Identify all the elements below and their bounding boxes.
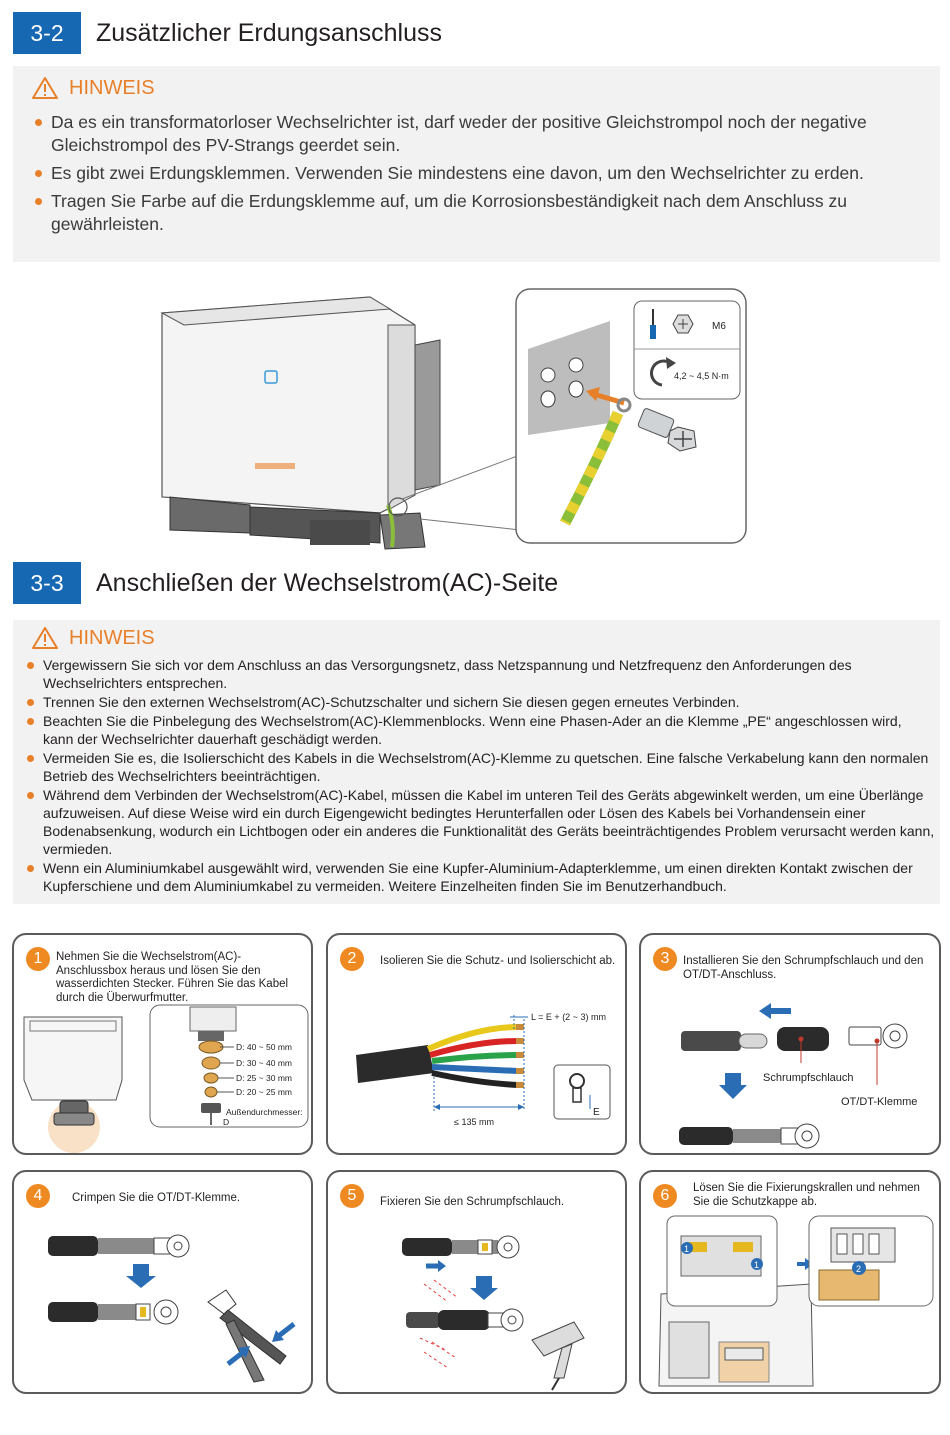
e-dimension-label: E	[593, 1107, 600, 1118]
seal-size-label: D: 25 ~ 30 mm	[236, 1073, 292, 1083]
zoom-callout: D: 40 ~ 50 mm D: 30 ~ 40 mm D: 25 ~ 30 m…	[149, 1004, 309, 1128]
notice-item: Es gibt zwei Erdungsklemmen. Verwenden S…	[33, 162, 928, 185]
step-6-panel: 6 Lösen Sie die Fixierungskrallen und ne…	[639, 1170, 941, 1394]
section-3-3-header: 3-3 Anschließen der Wechselstrom(AC)-Sei…	[13, 562, 938, 604]
step-instruction: Installieren Sie den Schrumpfschlauch un…	[683, 955, 924, 981]
ring-terminal-image	[848, 1023, 908, 1085]
cable-length-label: ≤ 135 mm	[454, 1117, 494, 1127]
inverter-bottom-image	[658, 1283, 814, 1387]
notice-list: Vergewissern Sie sich vor dem Anschluss …	[25, 656, 935, 896]
torque-label: 4,2 ~ 4,5 N·m	[674, 371, 729, 381]
notice-item: Da es ein transformatorloser Wechselrich…	[33, 111, 928, 157]
seal-size-label: D: 40 ~ 50 mm	[236, 1042, 292, 1052]
seal-size-label: D: 20 ~ 25 mm	[236, 1087, 292, 1097]
strip-length-label: L = E + (2 ~ 3) mm	[531, 1012, 606, 1022]
section-3-2-header: 3-2 Zusätzlicher Erdungsanschluss	[13, 12, 938, 54]
notice-title: HINWEIS	[31, 76, 155, 100]
step-number-badge: 4	[26, 1184, 50, 1208]
cable-with-terminal-image	[48, 1234, 190, 1258]
section-number: 3-3	[13, 562, 81, 604]
step-1-illustration: D: 40 ~ 50 mm D: 30 ~ 40 mm D: 25 ~ 30 m…	[23, 1004, 309, 1153]
ac-box-image	[23, 1016, 123, 1153]
step-number-badge: 1	[26, 947, 50, 971]
heat-gun-icon	[531, 1321, 585, 1391]
step-instruction: Nehmen Sie die Wechselstrom(AC)-Anschlus…	[56, 951, 289, 1004]
step-number-badge: 2	[340, 947, 364, 971]
notice-list: Da es ein transformatorloser Wechselrich…	[33, 111, 928, 241]
grounding-illustration: M6 4,2 ~ 4,5 N·m	[160, 288, 747, 550]
notice-item: Tragen Sie Farbe auf die Erdungsklemme a…	[33, 190, 928, 236]
warning-icon	[32, 627, 58, 649]
cable-with-tube-image	[402, 1235, 520, 1259]
step-instruction: Crimpen Sie die OT/DT-Klemme.	[72, 1192, 241, 1204]
step-1-panel: 1 Nehmen Sie die Wechselstrom(AC)-Anschl…	[12, 933, 313, 1155]
step-5-panel: 5 Fixieren Sie den Schrumpfschlauch.	[326, 1170, 627, 1394]
section-number: 3-2	[13, 12, 81, 54]
step-instruction: Fixieren Sie den Schrumpfschlauch.	[380, 1196, 565, 1208]
step-marker-1: 1	[754, 1260, 759, 1270]
step-5-illustration	[402, 1235, 585, 1391]
step-instruction: Isolieren Sie die Schutz- und Isoliersch…	[380, 955, 616, 967]
seal-size-label: D: 30 ~ 40 mm	[236, 1058, 292, 1068]
notice-item: Vergewissern Sie sich vor dem Anschluss …	[25, 656, 935, 692]
step-3-illustration: Schrumpfschlauch OT/DT-Klemme	[679, 1003, 917, 1149]
notice-item: Vermeiden Sie es, die Isolierschicht des…	[25, 749, 935, 785]
bolt-size-label: M6	[712, 321, 726, 332]
notice-box-ac: HINWEIS Vergewissern Sie sich vor dem An…	[13, 620, 940, 904]
notice-item: Beachten Sie die Pinbelegung des Wechsel…	[25, 712, 935, 748]
outer-diameter-label: Außendurchmesser:	[226, 1107, 303, 1117]
step-marker-1: 1	[684, 1244, 689, 1254]
notice-item: Während dem Verbinden der Wechselstrom(A…	[25, 786, 935, 858]
torque-icon	[650, 359, 671, 387]
step-marker-2: 2	[856, 1264, 861, 1274]
step-3-panel: 3 Installieren Sie den Schrumpfschlauch …	[639, 933, 941, 1155]
crimped-cable-image	[48, 1299, 179, 1325]
assembled-cable-image	[679, 1123, 820, 1149]
step-4-panel: 4 Crimpen Sie die OT/DT-Klemme.	[12, 1170, 313, 1394]
stripped-cable-image	[356, 1024, 524, 1088]
step-2-illustration: L = E + (2 ~ 3) mm ≤ 135 mm E	[356, 1012, 611, 1127]
step-2-panel: 2 Isolieren Sie die Schutz- und Isoliers…	[326, 933, 627, 1155]
warning-icon	[32, 77, 58, 99]
notice-item: Wenn ein Aluminiumkabel ausgewählt wird,…	[25, 859, 935, 895]
tool-info-box: M6 4,2 ~ 4,5 N·m	[633, 300, 741, 400]
ring-terminal-icon: E	[553, 1064, 611, 1120]
step-number-badge: 3	[653, 947, 677, 971]
step-instruction: Lösen Sie die Fixierungskrallen und nehm…	[693, 1182, 920, 1208]
notice-item: Trennen Sie den externen Wechselstrom(AC…	[25, 693, 935, 711]
step-number-badge: 6	[653, 1184, 677, 1208]
cable-and-tube-image	[681, 1027, 829, 1063]
zoom-callout-right: 2	[808, 1215, 934, 1307]
notice-box-grounding: HINWEIS Da es ein transformatorloser Wec…	[13, 66, 940, 262]
section-title: Anschließen der Wechselstrom(AC)-Seite	[96, 569, 559, 597]
step-6-illustration: 1 1 2	[658, 1215, 934, 1387]
outer-diameter-symbol: D	[223, 1117, 229, 1127]
step-number-badge: 5	[340, 1184, 364, 1208]
step-4-illustration	[48, 1234, 296, 1383]
heated-cable-image	[406, 1279, 524, 1369]
shrink-tube-label: Schrumpfschlauch	[763, 1072, 854, 1084]
terminal-label: OT/DT-Klemme	[841, 1096, 917, 1108]
notice-title: HINWEIS	[31, 626, 155, 650]
zoom-callout-left: 1 1	[666, 1215, 778, 1307]
inverter-image	[160, 296, 441, 550]
section-title: Zusätzlicher Erdungsanschluss	[96, 19, 442, 47]
